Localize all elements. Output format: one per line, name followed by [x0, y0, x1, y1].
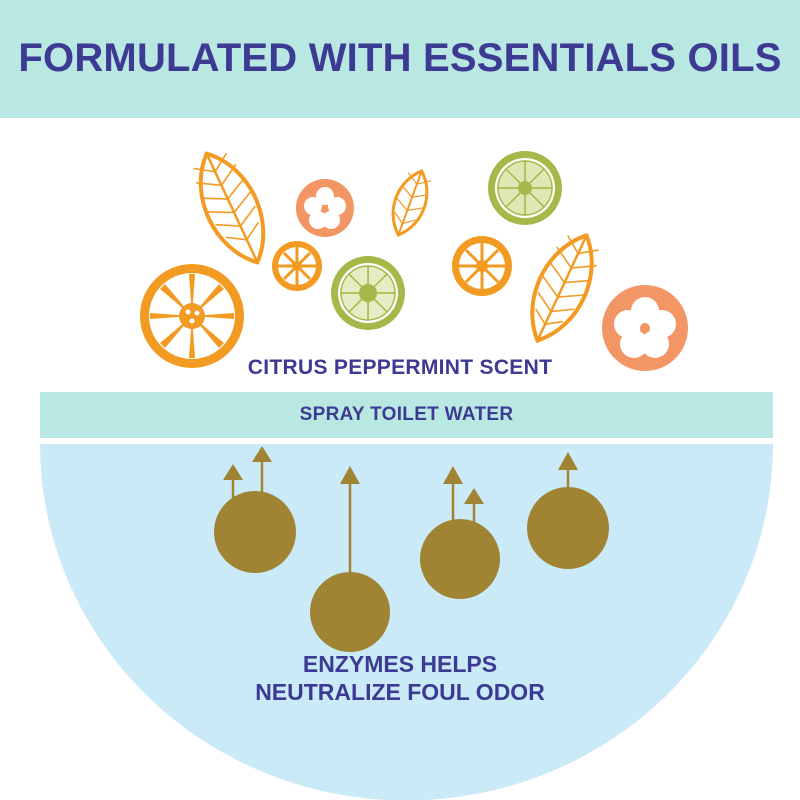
page-title: FORMULATED WITH ESSENTIALS OILS	[18, 35, 782, 80]
enzyme-caption: ENZYMES HELPS NEUTRALIZE FOUL ODOR	[0, 650, 800, 706]
orange-slice-icon	[452, 236, 512, 296]
orange-slice-icon	[140, 264, 244, 368]
enzyme-caption-line-1: ENZYMES HELPS	[302, 651, 498, 677]
spray-label: SPRAY TOILET WATER	[299, 404, 514, 425]
toilet-bowl	[40, 444, 773, 800]
enzyme-icon	[310, 466, 390, 652]
lime-slice-icon	[331, 256, 405, 330]
enzyme-icon	[420, 466, 500, 599]
leaf-icon	[391, 169, 431, 237]
orange-slice-icon	[272, 241, 322, 291]
spray-band: SPRAY TOILET WATER	[40, 392, 773, 438]
leaf-icon	[530, 232, 599, 344]
lime-slice-icon	[488, 151, 562, 225]
header-band: FORMULATED WITH ESSENTIALS OILS	[0, 0, 800, 118]
coral-slice-icon	[602, 285, 688, 371]
coral-slice-icon	[296, 179, 354, 237]
enzyme-icon	[527, 452, 609, 569]
enzyme-caption-line-2: NEUTRALIZE FOUL ODOR	[255, 679, 545, 705]
enzyme-icon	[214, 446, 296, 573]
citrus-illustration	[140, 151, 688, 371]
leaf-icon	[193, 151, 266, 265]
scent-label: CITRUS PEPPERMINT SCENT	[247, 356, 553, 379]
